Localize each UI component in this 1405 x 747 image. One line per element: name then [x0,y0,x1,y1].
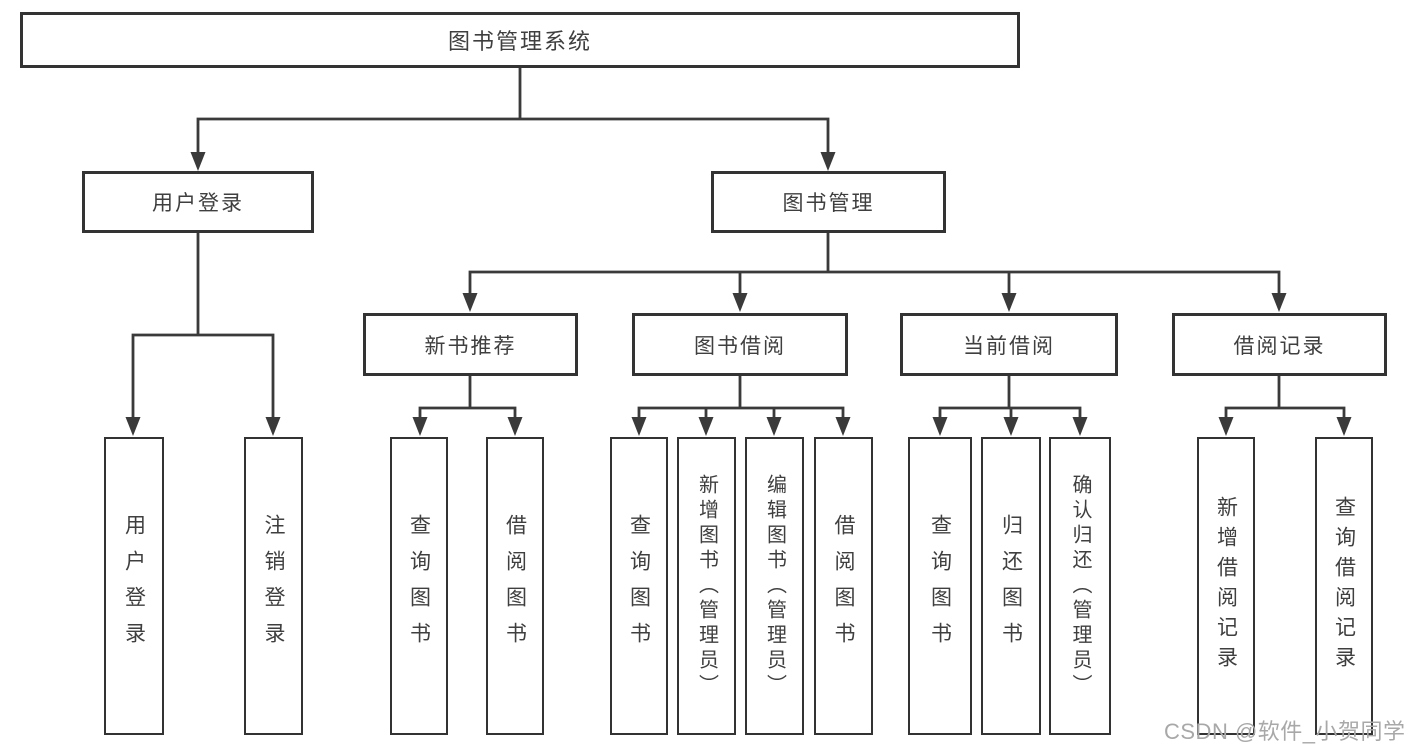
node-book-management: 图书管理 [711,171,946,233]
node-book-borrowing: 图书借阅 [632,313,848,376]
node-current-borrowing: 当前借阅 [900,313,1118,376]
leaf-user-login: 用户登录 [104,437,164,735]
node-borrow-records: 借阅记录 [1172,313,1387,376]
leaf-bb-query-books: 查询图书 [610,437,668,735]
leaf-cb-return-books: 归还图书 [981,437,1041,735]
leaf-br-add-borrow-record: 新增借阅记录 [1197,437,1255,735]
node-user-login: 用户登录 [82,171,314,233]
leaf-cb-query-books: 查询图书 [908,437,972,735]
leaf-cb-confirm-return-admin: 确认归还（管理员） [1049,437,1111,735]
node-library-management-system: 图书管理系统 [20,12,1020,68]
leaf-logout: 注销登录 [244,437,303,735]
node-new-book-recommend: 新书推荐 [363,313,578,376]
leaf-br-query-borrow-record: 查询借阅记录 [1315,437,1373,735]
leaf-nb-borrow-books: 借阅图书 [486,437,544,735]
leaf-bb-edit-books-admin: 编辑图书（管理员） [745,437,804,735]
leaf-bb-borrow-books: 借阅图书 [814,437,873,735]
leaf-bb-add-books-admin: 新增图书（管理员） [677,437,736,735]
leaf-nb-query-books: 查询图书 [390,437,448,735]
csdn-watermark: CSDN @软件_小贺同学 [1164,719,1405,744]
